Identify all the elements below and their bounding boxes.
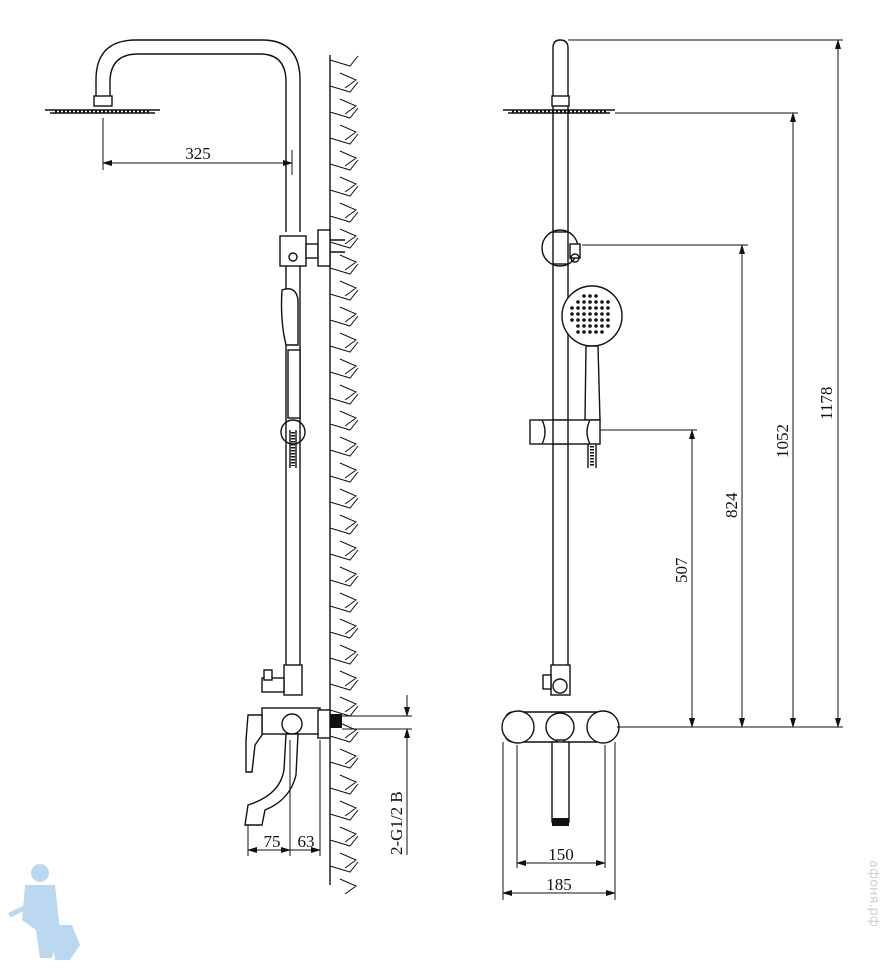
front-dimensions: 1178 1052 824 507 150 185 <box>502 39 843 900</box>
nozzle-dot <box>588 294 592 298</box>
nozzle-dot <box>582 300 586 304</box>
dim-75: 75 <box>264 832 281 851</box>
nozzle-dot <box>606 300 610 304</box>
nozzle-dot <box>606 318 610 322</box>
nozzle-dot <box>600 324 604 328</box>
nozzle-dot <box>606 324 610 328</box>
dim-507: 507 <box>672 557 691 583</box>
nozzle-dot <box>576 306 580 310</box>
dim-824: 824 <box>722 492 741 518</box>
front-view: 1178 1052 824 507 150 185 <box>501 39 843 900</box>
watermark: афоня.рф <box>866 860 881 927</box>
nozzle-dot <box>600 306 604 310</box>
side-view: 325 75 63 2-G1/2 B <box>45 39 412 895</box>
dim-185: 185 <box>546 875 572 894</box>
plumber-logo <box>8 864 80 960</box>
nozzle-dot <box>588 318 592 322</box>
front-riser <box>552 39 569 665</box>
nozzle-dot <box>588 300 592 304</box>
nozzle-dot <box>594 324 598 328</box>
nozzle-dot <box>582 312 586 316</box>
nozzle-dot <box>606 306 610 310</box>
nozzle-dot <box>570 318 574 322</box>
nozzle-dot <box>570 312 574 316</box>
nozzle-dot <box>582 324 586 328</box>
nozzle-dot <box>576 312 580 316</box>
dim-connection: 2-G1/2 B <box>387 791 406 855</box>
nozzle-dot <box>594 312 598 316</box>
front-hand-shower <box>561 285 623 468</box>
nozzle-dot <box>576 324 580 328</box>
nozzle-dot <box>582 318 586 322</box>
nozzle-dot <box>594 330 598 334</box>
nozzle-dot <box>600 318 604 322</box>
hand-shower-side <box>280 288 306 468</box>
nozzle-dot <box>594 294 598 298</box>
dim-150: 150 <box>548 845 574 864</box>
wall <box>329 55 359 895</box>
side-dimensions: 325 75 63 2-G1/2 B <box>102 118 412 856</box>
front-head <box>503 95 615 114</box>
nozzle-dot <box>588 324 592 328</box>
nozzle-dot <box>588 306 592 310</box>
dim-63: 63 <box>298 832 315 851</box>
nozzle-dot <box>582 330 586 334</box>
nozzle-dot <box>588 330 592 334</box>
rain-shower-head <box>45 95 160 114</box>
nozzle-dot <box>600 312 604 316</box>
nozzle-dot <box>588 312 592 316</box>
nozzle-dot <box>576 318 580 322</box>
front-slider <box>529 419 601 445</box>
nozzle-dot <box>594 318 598 322</box>
nozzle-dot <box>582 294 586 298</box>
dim-325: 325 <box>185 144 211 163</box>
nozzle-dot <box>576 300 580 304</box>
dim-1178: 1178 <box>817 387 836 420</box>
nozzle-dot <box>594 306 598 310</box>
nozzle-dot <box>570 306 574 310</box>
dim-1052: 1052 <box>773 424 792 458</box>
nozzle-dot <box>600 330 604 334</box>
nozzle-dot <box>600 300 604 304</box>
wall-bracket <box>279 229 345 267</box>
nozzle-dot <box>582 306 586 310</box>
mixer-side <box>244 664 342 826</box>
nozzle-dot <box>606 312 610 316</box>
nozzle-dot <box>594 300 598 304</box>
shower-arm <box>95 39 301 232</box>
front-mixer <box>501 664 620 826</box>
nozzle-dot <box>576 330 580 334</box>
front-bracket <box>541 229 581 267</box>
